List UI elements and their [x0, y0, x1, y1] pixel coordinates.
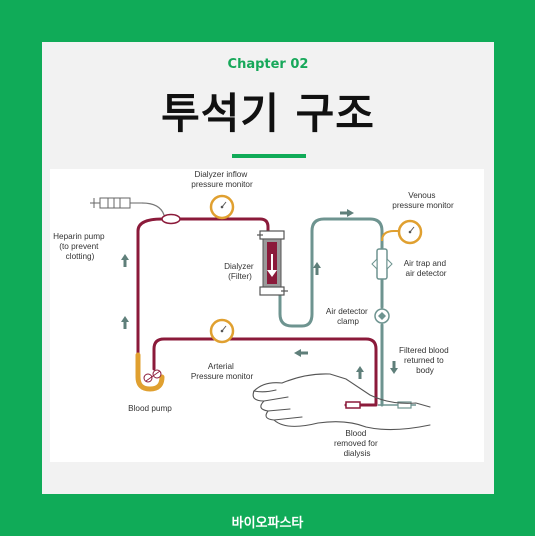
arrow-up-right	[356, 366, 364, 379]
heparin-line	[141, 202, 169, 220]
label-filtered: Filtered blood returned to body	[399, 346, 451, 375]
venous-needle	[397, 401, 412, 409]
brand-name: 바이오파스타	[231, 516, 304, 531]
chapter-label: Chapter 02	[227, 57, 309, 72]
title-underline	[232, 154, 306, 158]
air-trap-icon	[371, 248, 393, 280]
label-air-clamp: Air detector clamp	[326, 307, 370, 326]
label-arterial: Arterial Pressure monitor	[191, 362, 254, 381]
label-dialyzer-inflow: Dialyzer inflow pressure monitor	[191, 170, 253, 189]
label-venous: Venous pressure monitor	[392, 191, 454, 210]
heparin-junction	[161, 213, 181, 225]
blood-pump-tube	[135, 352, 165, 392]
label-blood-removed: Blood removed for dialysis	[334, 429, 380, 458]
label-air-trap: Air trap and air detector	[404, 259, 449, 278]
label-dialyzer: Dialyzer (Filter)	[224, 262, 256, 281]
flow-arrows	[121, 209, 398, 379]
arrow-left-bottom	[294, 349, 308, 357]
arrow-down-right	[390, 361, 398, 374]
arrow-up-left-2	[121, 316, 129, 329]
label-blood-pump: Blood pump	[128, 404, 172, 413]
dialysis-diagram-svg: Dialyzer inflow pressure monitor Venous …	[53, 170, 454, 458]
label-heparin: Heparin pump (to prevent clotting)	[53, 232, 107, 261]
arrow-right-top	[340, 209, 354, 217]
syringe-icon	[90, 197, 142, 209]
venous-line	[278, 217, 384, 407]
dialyzer-inflow-gauge-icon	[209, 194, 235, 220]
dialysis-diagram: Dialyzer inflow pressure monitor Venous …	[50, 169, 484, 462]
page-title: 투석기 구조	[161, 89, 375, 138]
arterial-needle	[345, 401, 361, 409]
dialyzer-icon	[257, 230, 288, 296]
air-detector-clamp-icon	[374, 308, 390, 324]
arrow-up-left-1	[121, 254, 129, 267]
arterial-line	[136, 217, 378, 407]
arterial-gauge-icon	[209, 318, 235, 344]
venous-gauge-icon	[381, 219, 423, 245]
blood-pump-rotor	[143, 369, 162, 383]
arm-illustration	[252, 373, 431, 431]
arrow-up-mid	[313, 262, 321, 275]
